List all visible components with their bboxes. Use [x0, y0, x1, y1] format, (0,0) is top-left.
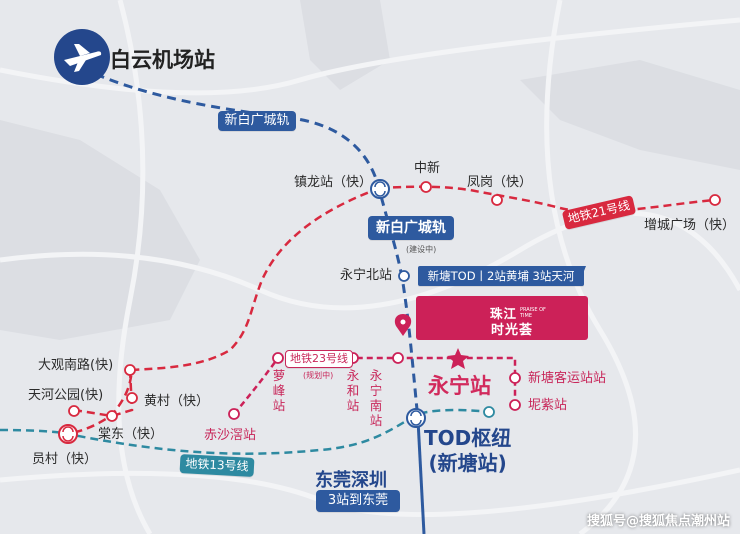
xinbaiguang-south — [416, 419, 426, 534]
metro13-pill: 地铁13号线 — [179, 454, 255, 477]
station-yuancun: 员村（快） — [32, 452, 98, 467]
metro13-line — [0, 408, 491, 455]
project-name: 珠江 — [490, 306, 518, 321]
station-yongningbei: 永宁北站 — [340, 268, 393, 283]
station-huangcun: 黄村（快） — [144, 394, 210, 409]
xinbaiguang-pill: 新白广城轨 — [218, 111, 296, 131]
project-subname: 时光荟 — [491, 323, 534, 338]
red-branch-2 — [73, 408, 113, 418]
metro23-pill: 地铁23号线 — [285, 350, 353, 368]
metro23-status: (规划中) — [303, 371, 334, 380]
metro21-line — [379, 185, 715, 213]
map-region — [300, 0, 390, 90]
tod-hub-line2: (新塘站) — [428, 451, 507, 475]
red-branch — [111, 369, 134, 418]
tod-hub-line1: TOD枢纽 — [424, 426, 512, 450]
yongning-station-label: 永宁站 — [428, 374, 491, 398]
station-xintangkeyun: 新塘客运站站 — [528, 371, 607, 386]
station-tianhegongyuan: 天河公园(快) — [28, 388, 104, 403]
station-nizi: 坭紫站 — [528, 398, 568, 413]
xinbaiguang-line — [81, 66, 420, 421]
dongguan-pill: 3站到东莞 — [316, 490, 400, 512]
station-tangdong: 棠东（快） — [98, 427, 164, 442]
star-icon — [447, 348, 469, 369]
station-zhenlong: 镇龙站（快） — [294, 175, 373, 190]
interchange-icon — [406, 408, 426, 428]
map-region — [0, 120, 200, 340]
project-banner — [416, 296, 588, 340]
map-region — [520, 60, 740, 170]
airplane-icon — [54, 29, 110, 85]
station-fenggang: 凤岗（快） — [467, 175, 533, 190]
airport-station-title: 白云机场站 — [110, 48, 215, 72]
station-yonghe: 永和站 — [346, 368, 360, 413]
interchange-icon — [58, 424, 78, 444]
station-zhongxin: 中新 — [414, 161, 441, 176]
red-stations — [68, 181, 721, 422]
dongguan-label: 东莞深圳 — [315, 470, 387, 491]
location-pin-icon — [394, 314, 412, 336]
project-english: PRAISE OF TIME — [520, 307, 546, 319]
interchange-icon — [370, 179, 390, 199]
xinbaiguang-status: (建设中) — [406, 245, 437, 254]
tod-hub-label: TOD枢纽 (新塘站) — [424, 426, 511, 476]
station-luofeng: 萝峰站 — [272, 368, 286, 413]
station-chishajiao: 赤沙滘站 — [204, 428, 257, 443]
watermark: 搜狐号@搜狐焦点潮州站 — [586, 514, 730, 529]
tod-callout: 新塘TOD丨2站黄埔 3站天河 — [418, 266, 584, 286]
yongningbei-station — [398, 270, 410, 282]
station-daguannan: 大观南路(快) — [38, 358, 114, 373]
xinbaiguang-pill-main: 新白广城轨 — [368, 216, 454, 240]
teal-station — [483, 406, 495, 418]
station-yongningnan: 永宁南站 — [369, 368, 383, 428]
station-zengcheng: 增城广场（快） — [644, 218, 736, 233]
